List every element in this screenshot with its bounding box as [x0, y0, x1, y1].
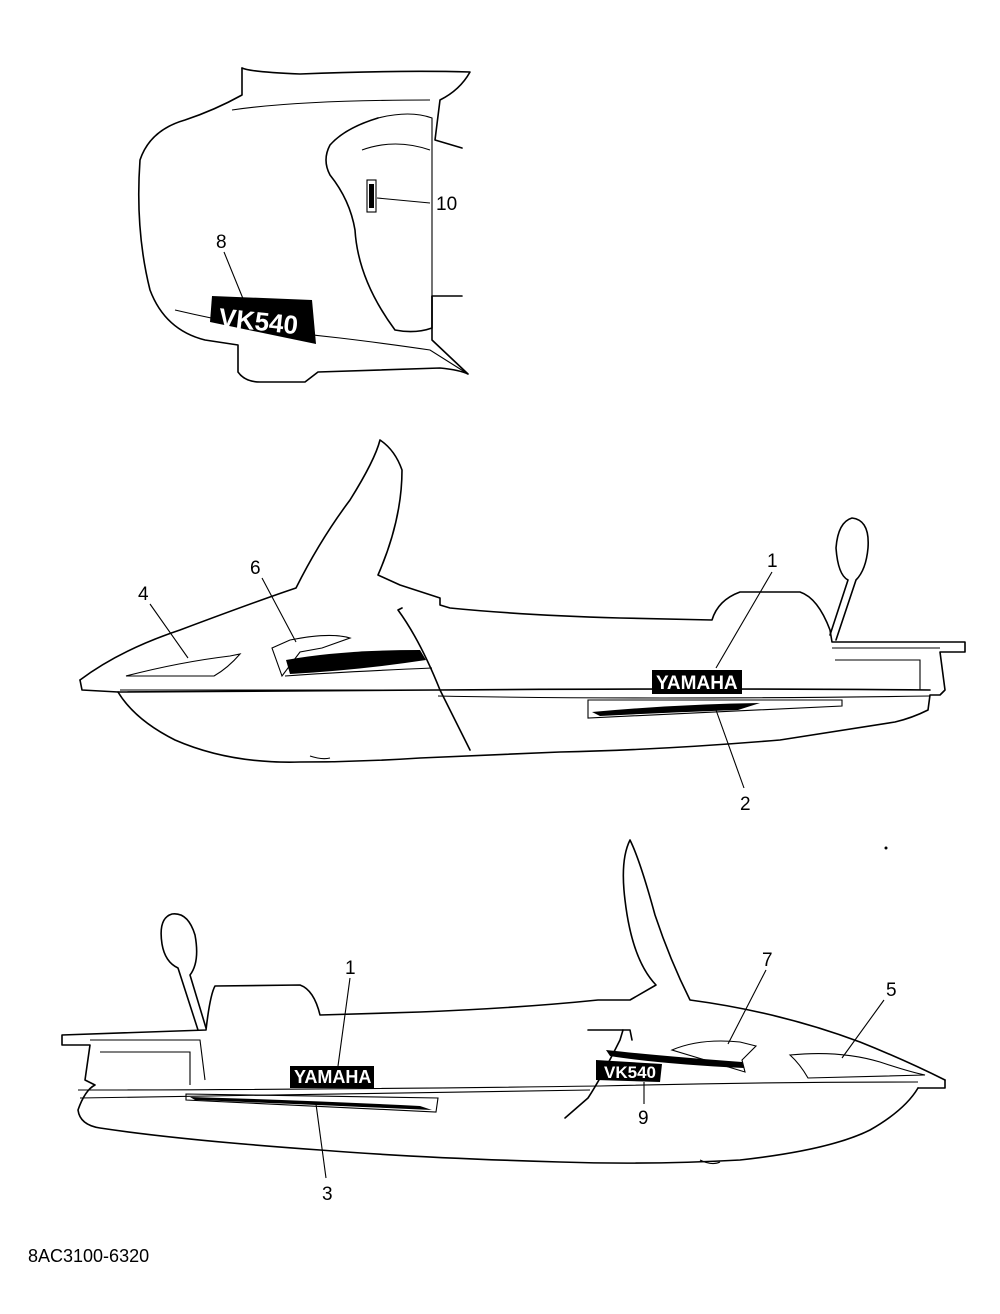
decal-7-side-stripe-left: [606, 1040, 758, 1073]
callout-6-label: 6: [250, 558, 261, 579]
callout-8: 8: [216, 232, 247, 307]
callout-1-left: 1: [337, 958, 356, 1067]
decal-9-model-text: VK540: [604, 1063, 656, 1082]
callout-2-label: 2: [740, 794, 751, 815]
callout-5-label: 5: [886, 980, 897, 1001]
callout-5: 5: [841, 980, 897, 1059]
callout-3-label: 3: [322, 1184, 333, 1205]
decal-2-lower-stripe-right: [587, 699, 843, 719]
callout-7: 7: [727, 950, 773, 1045]
callout-6: 6: [250, 558, 297, 643]
decal-1-yamaha-left-text: YAMAHA: [294, 1067, 371, 1087]
callout-3: 3: [315, 1103, 333, 1205]
callout-2: 2: [715, 709, 751, 815]
decal-9-model-left: VK540: [596, 1060, 662, 1082]
side-view-right: [79, 439, 966, 763]
decal-4-front-stripe-right: [125, 653, 242, 677]
decal-1-yamaha-right: YAMAHA: [652, 670, 742, 694]
decal-1-yamaha-right-text: YAMAHA: [656, 673, 738, 694]
decal-1-yamaha-left: YAMAHA: [290, 1066, 374, 1088]
decal-3-lower-stripe-left: [185, 1093, 439, 1113]
callout-7-label: 7: [762, 950, 773, 971]
callout-8-label: 8: [216, 232, 227, 253]
callout-4: 4: [138, 584, 189, 659]
part-code: 8AC3100-6320: [28, 1246, 149, 1266]
decal-10-front-emblem: [366, 179, 377, 213]
callout-9: 9: [638, 1082, 649, 1129]
decal-8-front-model: VK540: [210, 296, 316, 344]
callout-9-label: 9: [638, 1108, 649, 1129]
callout-10-label: 10: [436, 194, 457, 215]
stray-mark: [884, 846, 888, 850]
callout-10: 10: [376, 194, 457, 215]
callout-4-label: 4: [138, 584, 149, 605]
side-view-left: [61, 839, 946, 1165]
callout-1-right-label: 1: [767, 551, 778, 572]
decal-5-front-stripe-left: [788, 1052, 926, 1079]
callout-1-right: 1: [715, 551, 778, 669]
callout-1-left-label: 1: [345, 958, 356, 979]
